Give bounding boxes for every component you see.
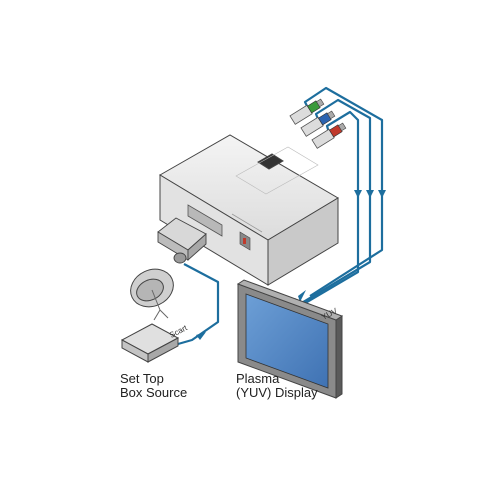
display-screen: [245, 293, 329, 389]
set-top-box: [120, 323, 180, 363]
power-port-pin: [243, 238, 246, 244]
arrow-icon: [196, 332, 206, 340]
device-top-label-area: [235, 146, 319, 195]
rca-connector-green: [289, 98, 325, 125]
display-top-edge: [236, 279, 344, 321]
arrow-icon: [298, 290, 306, 302]
arrow-icon: [354, 190, 362, 198]
converter-device: [159, 134, 339, 286]
brand-logo-icon: [257, 153, 284, 170]
device-side: [267, 197, 339, 286]
rca-connectors: [289, 98, 347, 149]
plasma-display: [236, 279, 344, 399]
arrow-icon: [366, 190, 374, 198]
yuv-cable-bundle: [289, 86, 384, 313]
satellite-dish: [130, 268, 174, 321]
plasma-display-label: Plasma (YUV) Display: [236, 371, 318, 400]
arrow-icon: [378, 190, 386, 198]
yuv-cable-3: [289, 110, 360, 313]
set-top-box-label: Set Top Box Source: [120, 371, 188, 400]
rca-connector-blue: [300, 110, 336, 137]
rca-connector-red: [311, 122, 347, 149]
scart-plug: [157, 217, 207, 264]
display-side: [335, 315, 343, 399]
scart-cable: [177, 263, 220, 346]
scart-socket: [187, 204, 223, 237]
